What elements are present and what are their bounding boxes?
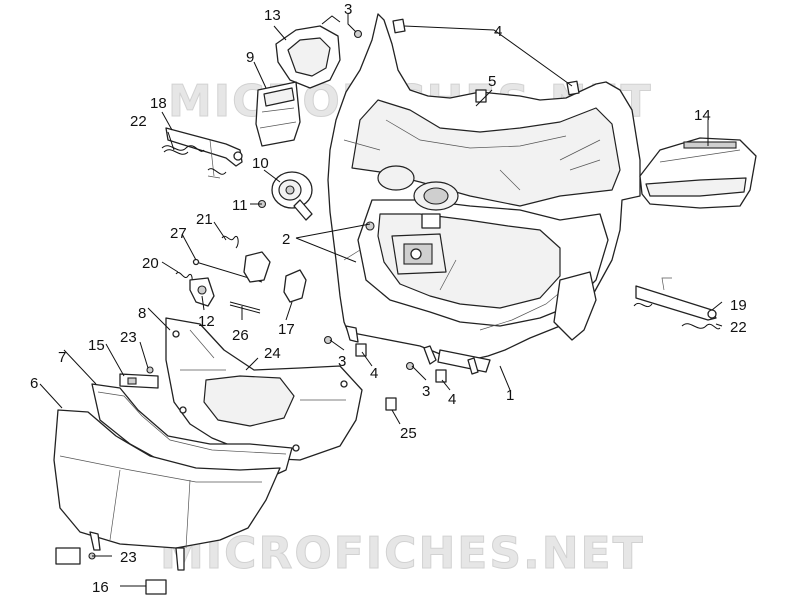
bracket-part-18 <box>165 127 243 179</box>
bracket-part-16-a <box>55 547 81 565</box>
callout-14: 14 <box>694 107 711 124</box>
slider-part-17-b <box>283 269 307 303</box>
callout-25: 25 <box>400 425 417 442</box>
callout-10: 10 <box>252 155 269 172</box>
callout-17: 17 <box>278 321 295 338</box>
callout-3-c: 3 <box>422 383 430 400</box>
bracket-part-16-b <box>145 579 167 595</box>
callout-3-b: 3 <box>338 353 346 370</box>
callout-12: 12 <box>198 313 215 330</box>
spring-part-22-left <box>161 145 227 175</box>
lock-housing-part-10 <box>271 171 313 221</box>
callout-4: 4 <box>494 23 502 40</box>
cover-part-13 <box>275 15 341 89</box>
callout-23-b: 23 <box>120 549 137 566</box>
callout-3: 3 <box>344 1 352 18</box>
callout-13: 13 <box>264 7 281 24</box>
callout-4-c: 4 <box>448 391 456 408</box>
inner-panel-part-8 <box>165 317 363 461</box>
spring-part-21 <box>221 235 239 249</box>
bracket-part-19 <box>635 277 717 321</box>
callout-labels: 3 4 5 13 9 18 22 10 11 2 14 19 22 21 27 … <box>30 1 747 596</box>
callout-22: 22 <box>130 113 147 130</box>
callout-11: 11 <box>232 197 248 214</box>
clip-nuts <box>355 18 580 411</box>
callout-8: 8 <box>138 305 146 322</box>
spring-part-22-right <box>633 302 721 330</box>
glovebox-lid-part-14 <box>639 137 757 209</box>
latch-part-12 <box>189 277 215 307</box>
callout-5: 5 <box>488 73 496 90</box>
callout-1: 1 <box>506 387 514 404</box>
callout-26: 26 <box>232 327 249 344</box>
callout-18: 18 <box>150 95 167 112</box>
front-shield-part-1 <box>327 13 641 375</box>
callout-9: 9 <box>246 49 254 66</box>
callout-27: 27 <box>170 225 187 242</box>
callout-24: 24 <box>264 345 281 362</box>
callout-15: 15 <box>88 337 105 354</box>
callout-23: 23 <box>120 329 137 346</box>
leader-lines <box>39 14 723 587</box>
callout-22: 22 <box>730 319 747 336</box>
callout-16: 16 <box>92 579 109 596</box>
slider-part-17-a <box>243 251 271 283</box>
outer-panel-part-6 <box>53 409 281 571</box>
callout-7: 7 <box>58 349 66 366</box>
watermark-bottom: MICROFICHES.NET <box>160 528 645 579</box>
callout-19: 19 <box>730 297 747 314</box>
callout-20: 20 <box>142 255 159 272</box>
pocket-part-9 <box>255 81 301 147</box>
callout-4-b: 4 <box>370 365 378 382</box>
pin-part-26 <box>229 301 261 314</box>
bracket-part-15 <box>119 373 159 389</box>
callout-6: 6 <box>30 375 38 392</box>
callout-21: 21 <box>196 211 213 228</box>
callout-2: 2 <box>282 231 290 248</box>
